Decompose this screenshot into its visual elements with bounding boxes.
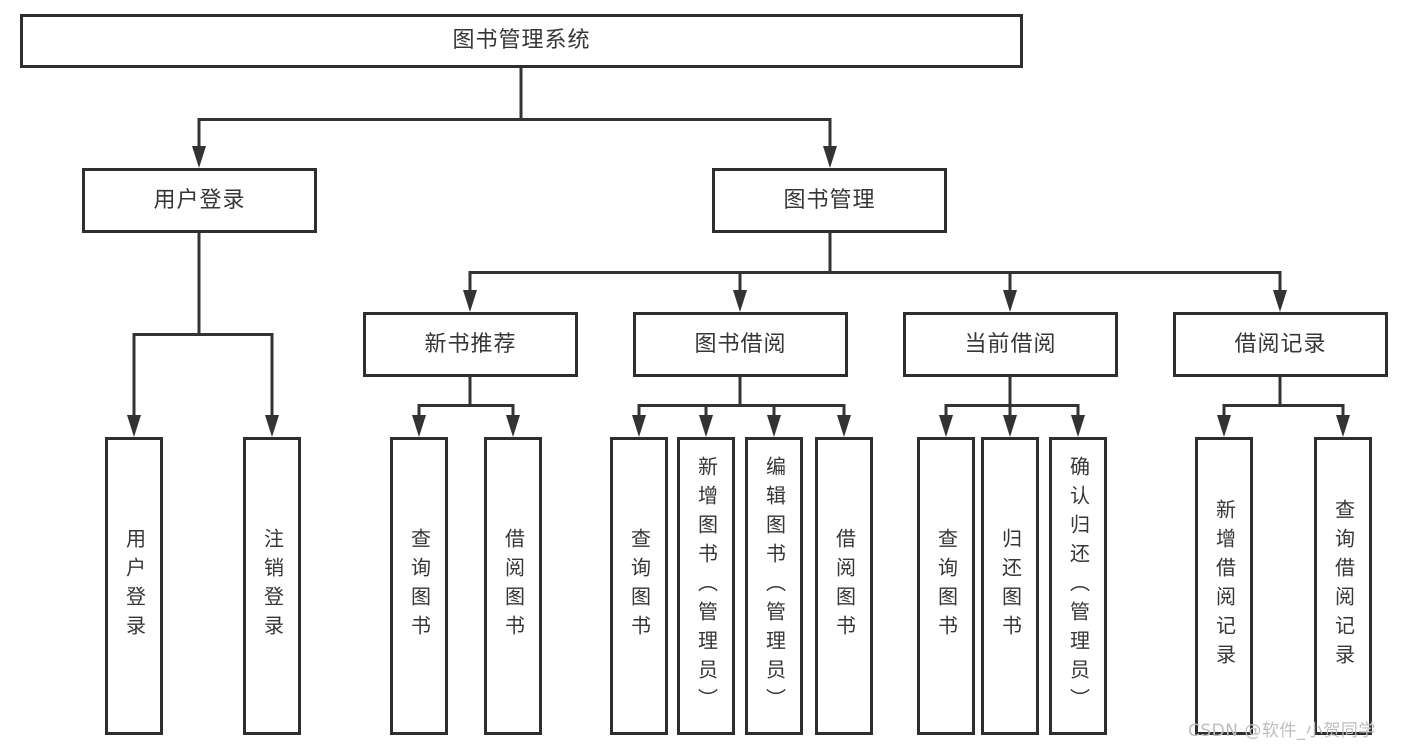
- node-leaf-logout: 注销登录: [243, 437, 301, 735]
- node-book-borrow: 图书借阅: [633, 312, 848, 377]
- node-leaf-query-books-3: 查询图书: [917, 437, 975, 735]
- node-leaf-confirm-return-admin: 确认归还（管理员）: [1049, 437, 1107, 735]
- node-leaf-query-borrow-record: 查询借阅记录: [1314, 437, 1372, 735]
- node-leaf-user-login: 用户登录: [105, 437, 163, 735]
- node-current-borrow: 当前借阅: [903, 312, 1118, 377]
- node-new-book-recommend: 新书推荐: [363, 312, 578, 377]
- csdn-watermark: CSDN @软件_小贺同学: [1188, 721, 1376, 741]
- node-leaf-add-book-admin: 新增图书（管理员）: [677, 437, 735, 735]
- node-leaf-edit-book-admin: 编辑图书（管理员）: [745, 437, 803, 735]
- node-root: 图书管理系统: [20, 14, 1023, 68]
- node-user-login: 用户登录: [82, 168, 317, 233]
- node-leaf-query-books-1: 查询图书: [390, 437, 448, 735]
- node-leaf-borrow-books-2: 借阅图书: [815, 437, 873, 735]
- node-leaf-borrow-books-1: 借阅图书: [484, 437, 542, 735]
- node-leaf-return-book: 归还图书: [981, 437, 1039, 735]
- node-borrow-records: 借阅记录: [1173, 312, 1388, 377]
- node-leaf-query-books-2: 查询图书: [610, 437, 668, 735]
- node-leaf-add-borrow-record: 新增借阅记录: [1195, 437, 1253, 735]
- node-book-management: 图书管理: [712, 168, 947, 233]
